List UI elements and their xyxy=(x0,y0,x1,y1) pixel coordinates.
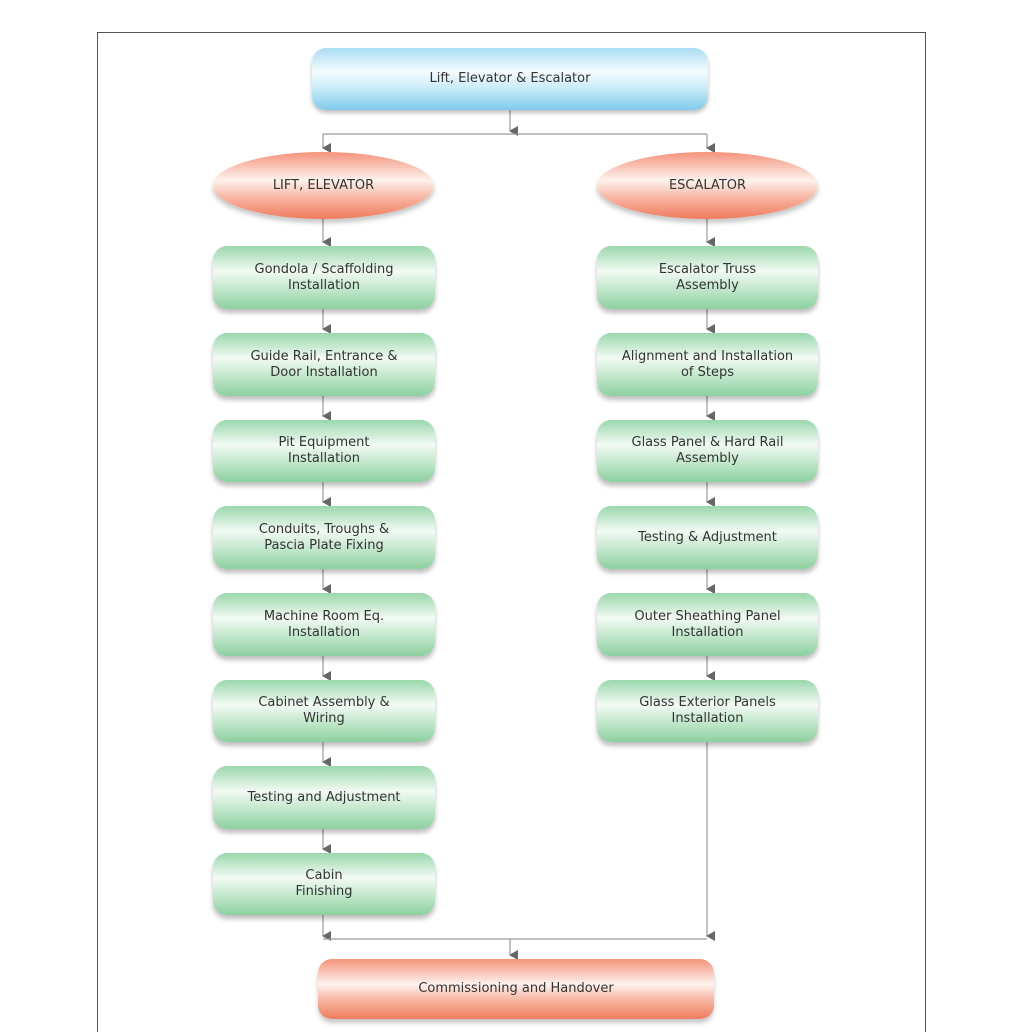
step-label: Glass Panel & Hard Rail Assembly xyxy=(631,435,784,466)
step-lift-7: Testing and Adjustment xyxy=(213,766,435,829)
step-label: Escalator Truss Assembly xyxy=(658,261,757,293)
step-lift-3: Pit Equipment Installation xyxy=(213,420,435,482)
branch-escalator: ESCALATOR xyxy=(597,152,818,219)
step-label: Outer Sheathing Panel Installation xyxy=(634,608,781,640)
step-lift-2: Guide Rail, Entrance & Door Installation xyxy=(213,333,435,396)
final-label: Commissioning and Handover xyxy=(418,981,614,996)
step-label: Conduits, Troughs & Pascia Plate Fixing xyxy=(258,521,390,553)
root-label: Lift, Elevator & Escalator xyxy=(429,71,591,86)
step-label: Pit Equipment Installation xyxy=(278,435,370,466)
step-label: Glass Exterior Panels Installation xyxy=(639,695,776,726)
step-escalator-3: Glass Panel & Hard Rail Assembly xyxy=(597,420,818,482)
step-lift-6: Cabinet Assembly & Wiring xyxy=(213,680,435,742)
step-label: Cabinet Assembly & Wiring xyxy=(258,695,390,726)
step-escalator-6: Glass Exterior Panels Installation xyxy=(597,680,818,742)
step-label: Machine Room Eq. Installation xyxy=(263,608,385,640)
branch-label: LIFT, ELEVATOR xyxy=(272,177,375,193)
step-escalator-2: Alignment and Installation of Steps xyxy=(597,333,818,396)
branch-label: ESCALATOR xyxy=(668,177,747,193)
step-label: Cabin Finishing xyxy=(295,868,353,899)
step-escalator-4: Testing & Adjustment xyxy=(597,506,818,569)
step-lift-1: Gondola / Scaffolding Installation xyxy=(213,246,435,309)
step-lift-4: Conduits, Troughs & Pascia Plate Fixing xyxy=(213,506,435,569)
branch-lift-elevator: LIFT, ELEVATOR xyxy=(213,152,434,219)
step-lift-8: Cabin Finishing xyxy=(213,853,435,915)
step-label: Testing & Adjustment xyxy=(638,529,777,545)
final-node: Commissioning and Handover xyxy=(318,959,714,1019)
root-node: Lift, Elevator & Escalator xyxy=(312,48,708,110)
step-label: Gondola / Scaffolding Installation xyxy=(254,261,394,293)
step-label: Alignment and Installation of Steps xyxy=(621,348,794,380)
step-escalator-1: Escalator Truss Assembly xyxy=(597,246,818,309)
step-label: Testing and Adjustment xyxy=(247,789,401,805)
diagram-frame xyxy=(97,32,926,1032)
step-label: Guide Rail, Entrance & Door Installation xyxy=(250,348,398,380)
step-lift-5: Machine Room Eq. Installation xyxy=(213,593,435,656)
step-escalator-5: Outer Sheathing Panel Installation xyxy=(597,593,818,656)
